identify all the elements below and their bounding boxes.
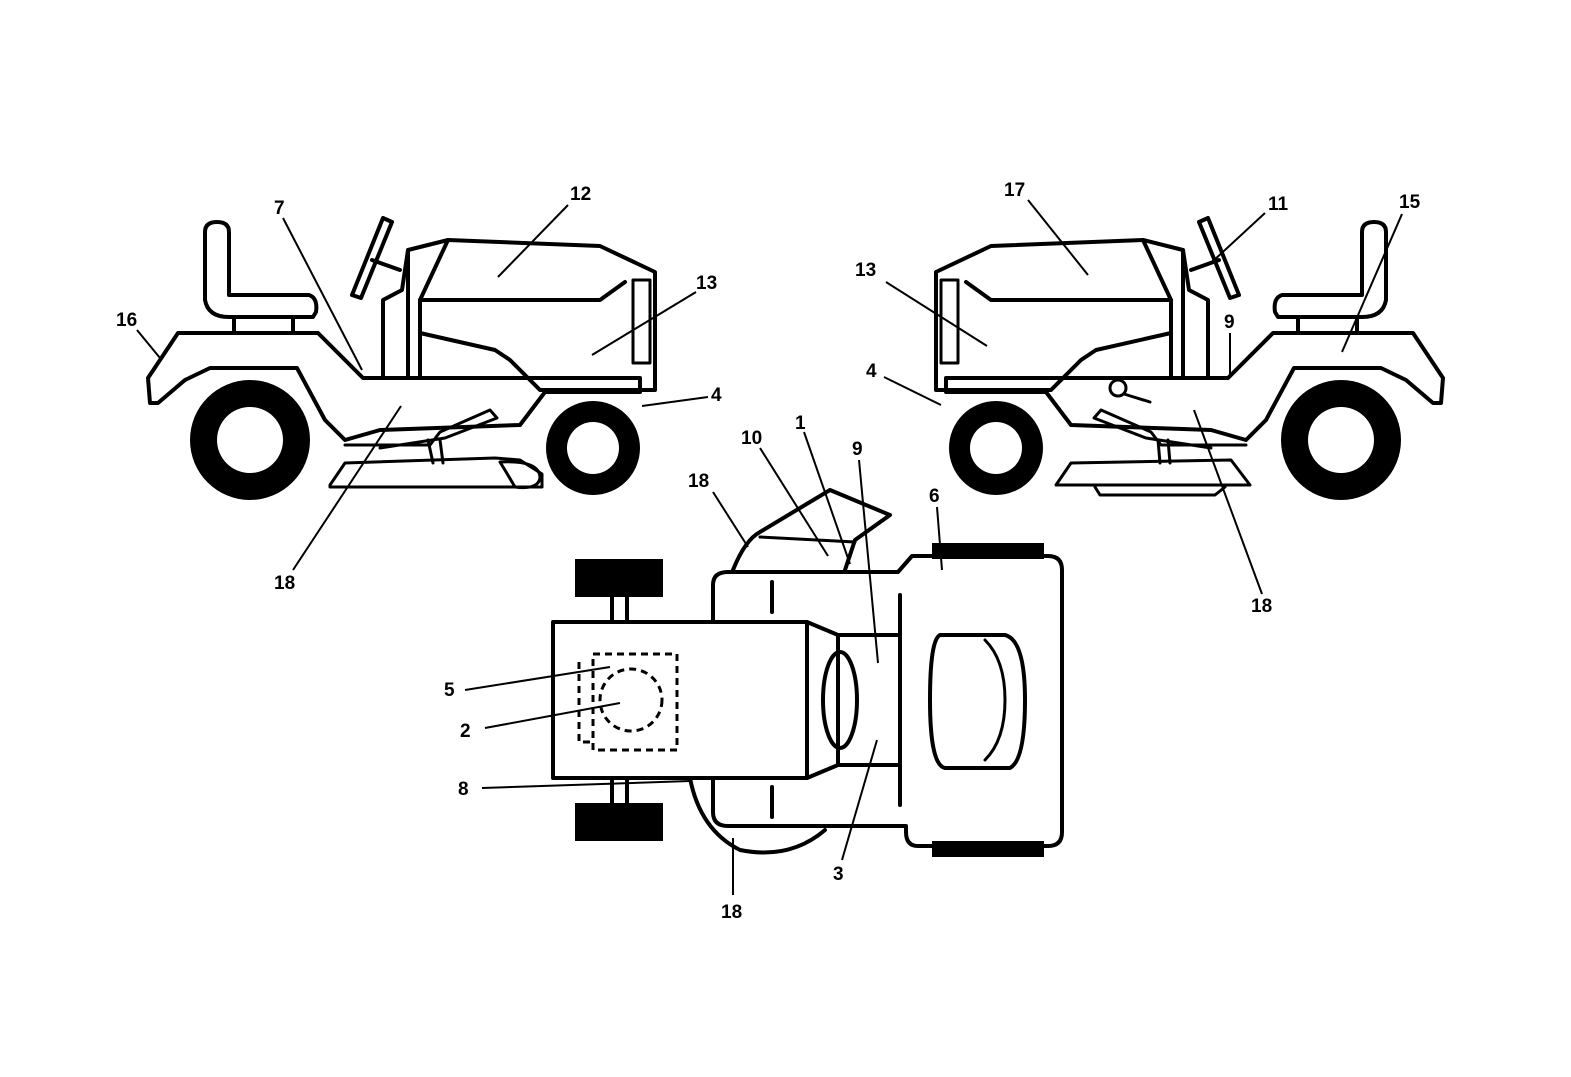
- dash-top-view: [805, 620, 902, 780]
- front-tire-bottom: [932, 841, 1044, 857]
- tractor-left-side-view: [146, 216, 657, 500]
- rear-fender-top-view: [551, 620, 809, 780]
- steering-wheel-right-view: [1197, 216, 1241, 300]
- mower-deck-left-view: [328, 456, 544, 489]
- callout-4-left: 4: [711, 385, 722, 406]
- callout-9-top: 9: [852, 439, 863, 460]
- decal-area-5: [591, 652, 679, 752]
- seat-right-view: [1272, 220, 1388, 319]
- lever-knob-right-view: [1108, 378, 1128, 398]
- steering-wheel-left-view: [350, 216, 394, 300]
- callout-13-left: 13: [696, 273, 717, 294]
- fender-body-left-view: [146, 331, 642, 442]
- front-wheel-right-view: [949, 401, 1043, 495]
- tractor-right-side-view: [934, 216, 1445, 500]
- callout-13-right: 13: [855, 260, 876, 281]
- callout-16-left: 16: [116, 310, 137, 331]
- rear-wheel-left-view: [190, 380, 310, 500]
- callout-18-right: 18: [1251, 596, 1272, 617]
- callout-18-top-deck: 18: [688, 471, 709, 492]
- callout-2-top: 2: [460, 721, 471, 742]
- callout-3-top: 3: [833, 864, 844, 885]
- footrest-right-view: [1092, 408, 1248, 450]
- fender-body-right-view: [944, 331, 1445, 442]
- hood-left-view: [418, 238, 657, 392]
- callout-11-right: 11: [1268, 194, 1289, 215]
- hood-right-view: [934, 238, 1173, 392]
- seat-left-view: [203, 220, 319, 319]
- rear-tire-bottom-left: [575, 803, 663, 841]
- frame-top-view: [711, 554, 1064, 848]
- dash-console-right-view: [1141, 238, 1210, 380]
- callout-9-right: 9: [1224, 312, 1235, 333]
- mower-deck-right-view: [1054, 458, 1252, 487]
- callout-17-right: 17: [1004, 180, 1025, 201]
- callout-1-top: 1: [795, 413, 806, 434]
- hood-top-view: [928, 633, 1027, 770]
- decal-area-2: [598, 667, 664, 733]
- callout-10-top: 10: [741, 428, 762, 449]
- callout-18-top-bottom: 18: [721, 902, 742, 923]
- front-wheel-left-view: [546, 401, 640, 495]
- callout-7-left: 7: [274, 198, 285, 219]
- mower-deck-top-view: [731, 488, 892, 572]
- callout-18-left: 18: [274, 573, 295, 594]
- callout-6-top: 6: [929, 486, 940, 507]
- callout-4-right: 4: [866, 361, 877, 382]
- rear-wheel-right-view: [1281, 380, 1401, 500]
- tractor-top-view: [551, 488, 1064, 857]
- callout-5-top: 5: [444, 680, 455, 701]
- callout-12-left: 12: [570, 184, 591, 205]
- leader-lines: [136, 199, 1403, 895]
- callout-labels: 12 7 13 16 4 18 17 11 15 13 9 4 18 10 1 …: [116, 180, 1421, 923]
- rear-tire-top-left: [575, 559, 663, 597]
- callout-15-right: 15: [1399, 192, 1421, 213]
- callout-8-top: 8: [458, 779, 469, 800]
- dash-console-left-view: [381, 238, 450, 380]
